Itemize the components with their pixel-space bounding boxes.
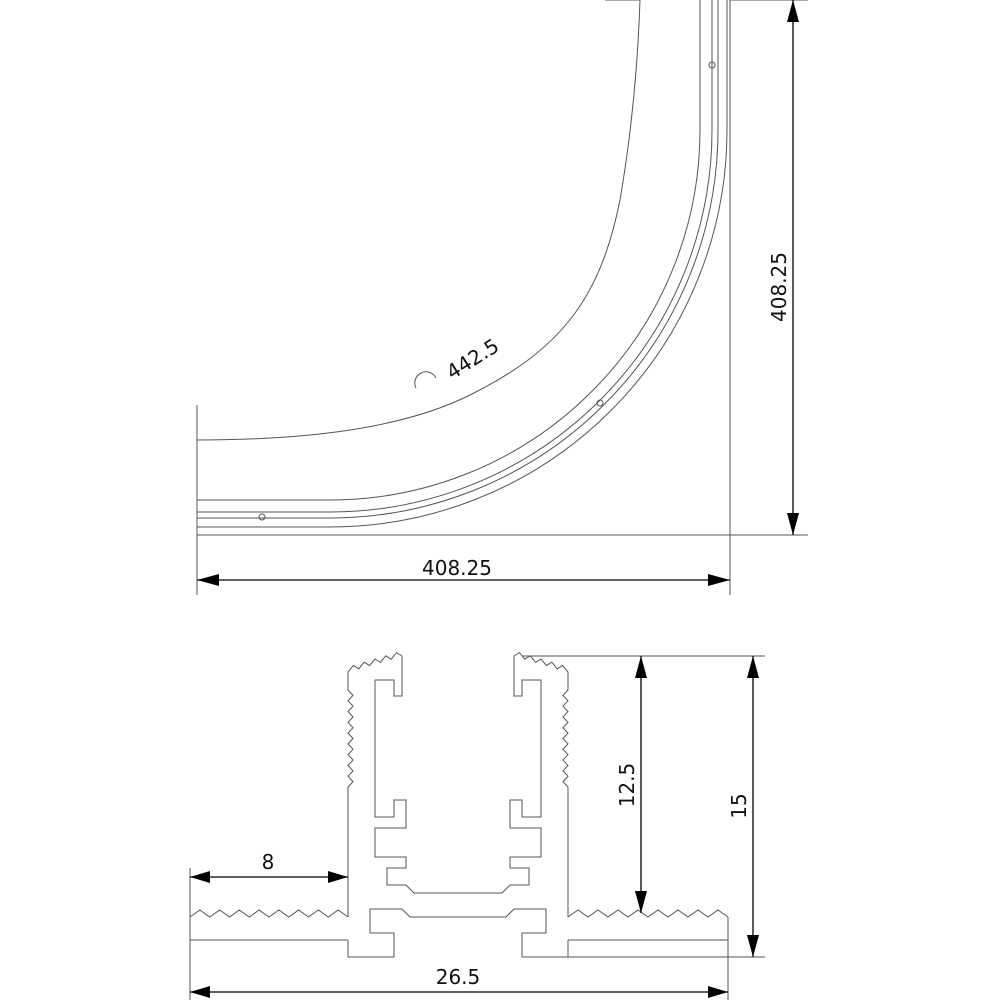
right-wall-serration xyxy=(562,689,569,788)
right-top-serration xyxy=(513,651,569,690)
arrow-head xyxy=(747,656,759,678)
mount-hole xyxy=(596,399,604,407)
width-dimension: 408.25 xyxy=(197,556,730,586)
inner-curve xyxy=(196,0,641,441)
arrow-head xyxy=(747,935,759,957)
arc-line xyxy=(197,0,728,528)
total-width-label: 26.5 xyxy=(436,965,481,989)
arrow-head xyxy=(635,891,647,913)
total-height-label: 15 xyxy=(727,793,751,818)
arc-line xyxy=(197,0,713,513)
mount-hole xyxy=(258,513,266,521)
arrow-head xyxy=(197,574,219,586)
height-dimension: 408.25 xyxy=(767,0,799,535)
left-wall-serration xyxy=(347,689,354,788)
top-view-corner-profile xyxy=(196,0,808,595)
profile-arc-lines xyxy=(197,0,728,528)
right-inner-wall xyxy=(458,656,542,894)
flange-width-dimension: 8 xyxy=(190,850,348,883)
radius-label: 442.5 xyxy=(442,334,503,385)
arc-line xyxy=(197,0,719,519)
arrow-head xyxy=(328,871,348,883)
left-top-serration xyxy=(347,651,403,690)
flange-width-label: 8 xyxy=(262,850,275,874)
arrow-head xyxy=(787,0,799,22)
arrow-head xyxy=(787,513,799,535)
right-flange-bottom xyxy=(568,917,729,941)
radius-symbol-icon xyxy=(414,371,437,389)
radius-dimension: 442.5 xyxy=(414,334,503,389)
arrow-head xyxy=(708,574,730,586)
channel-height-label: 12.5 xyxy=(615,763,639,808)
arrow-head xyxy=(635,656,647,678)
arrow-head xyxy=(190,986,210,998)
total-height-dimension: 15 xyxy=(727,656,759,957)
left-inner-wall xyxy=(374,656,458,894)
right-base xyxy=(458,908,569,958)
arrow-head xyxy=(708,986,728,998)
width-label: 408.25 xyxy=(422,556,492,580)
channel-height-dimension: 12.5 xyxy=(615,656,647,913)
arrow-head xyxy=(190,871,210,883)
mount-hole xyxy=(708,61,716,69)
left-flange-serration xyxy=(189,909,349,918)
left-base xyxy=(347,908,458,958)
height-label: 408.25 xyxy=(767,252,791,322)
arc-line xyxy=(197,0,701,501)
total-width-dimension: 26.5 xyxy=(190,965,728,998)
right-flange-serration xyxy=(567,909,729,918)
cross-section-profile xyxy=(189,651,729,958)
